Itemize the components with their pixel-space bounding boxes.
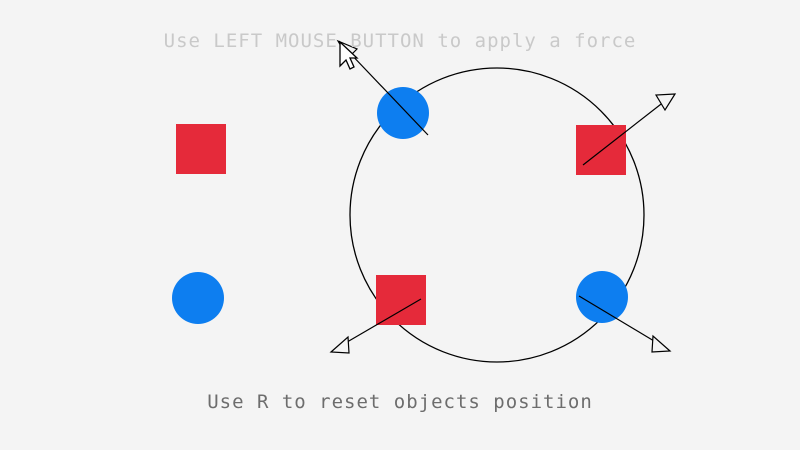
body-square-top-right[interactable] xyxy=(576,125,626,175)
force-arrow-shaft xyxy=(341,298,422,346)
force-arrow-shaft xyxy=(578,295,660,345)
force-arrowhead-icon xyxy=(329,335,350,354)
hint-text-top: Use LEFT MOUSE BUTTON to apply a force xyxy=(163,30,637,52)
force-arrow-shaft xyxy=(346,49,429,136)
body-circle-bottom-right[interactable] xyxy=(576,271,628,323)
force-arrowhead-icon xyxy=(654,93,677,112)
container-circle xyxy=(349,67,645,363)
force-arrow-shaft xyxy=(582,100,666,166)
force-arrow-circle-bottom-right xyxy=(578,295,672,353)
force-arrow-square-top-right xyxy=(582,93,677,166)
body-square-left[interactable] xyxy=(176,124,226,174)
body-circle-bottom-left[interactable] xyxy=(172,272,224,324)
force-arrow-square-bottom-middle xyxy=(329,298,422,354)
force-arrowhead-icon xyxy=(651,334,672,353)
body-square-bottom-middle[interactable] xyxy=(376,275,426,325)
mouse-cursor-icon xyxy=(339,40,359,70)
hint-text-bottom: Use R to reset objects position xyxy=(207,391,593,413)
body-circle-top[interactable] xyxy=(377,87,429,139)
